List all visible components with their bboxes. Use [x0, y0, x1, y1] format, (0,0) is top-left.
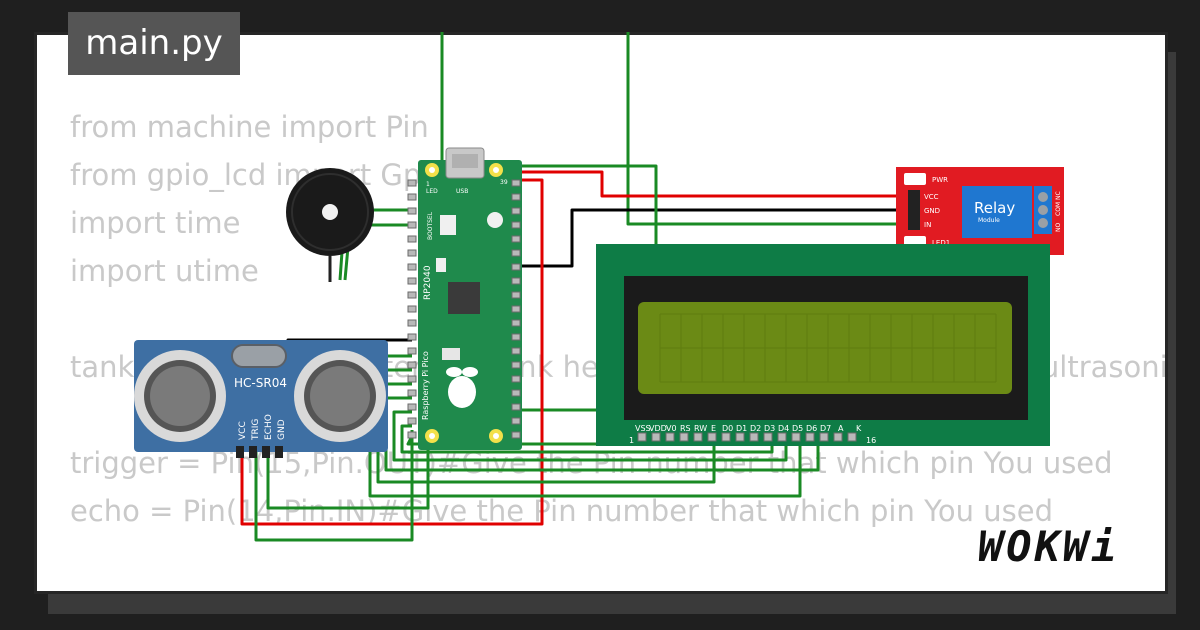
lcd-pin-d4: D4: [778, 424, 789, 433]
lcd-16x2[interactable]: 1 VSS VDD V0 RS RW E D0 D1 D2 D3 D4 D5 D…: [596, 244, 1050, 446]
lcd-pin-k: K: [856, 424, 862, 433]
lcd-pin-d1: D1: [736, 424, 747, 433]
lcd-pin-vss: VSS: [635, 424, 651, 433]
relay-module[interactable]: PWR LED1 VCC GND IN Relay Module NC COM …: [896, 167, 1064, 255]
pico-pins-left: [407, 179, 417, 439]
hcsr04-pin-echo: ECHO: [264, 414, 274, 440]
lcd-pin-rw: RW: [694, 424, 707, 433]
code-line: from machine import Pin: [70, 110, 429, 144]
pico-led-label: LED: [426, 188, 438, 195]
hcsr04-model-label: HC-SR04: [234, 376, 287, 390]
lcd-pin-a: A: [838, 424, 844, 433]
raspberry-pi-pico[interactable]: LED USB 39 1 BOOTSEL RP2040 Raspberry Pi…: [407, 147, 522, 450]
code-line: import utime: [70, 254, 259, 288]
relay-terminal-no: NO: [1055, 223, 1062, 232]
lcd-pin-d0: D0: [722, 424, 733, 433]
lcd-pin-e: E: [711, 424, 716, 433]
pico-usb-label: USB: [456, 188, 468, 195]
buzzer[interactable]: [286, 168, 374, 282]
pico-pin1-label: 1: [426, 181, 430, 188]
wire-green-top-b: [626, 32, 905, 226]
wire-red-vbus: [240, 178, 544, 526]
code-line: import time: [70, 206, 241, 240]
lcd-pin-vdd: VDD: [649, 424, 667, 433]
wire-green-lcd-d4: [384, 396, 820, 472]
hcsr04-pin-labels: VCC TRIG ECHO GND: [238, 414, 287, 441]
relay-subtitle: Module: [978, 217, 1000, 224]
wire-green-lcd-d5: [392, 410, 788, 462]
ultrasonic-sensor-hc-sr04[interactable]: HC-SR04 VCC TRIG ECHO GND: [134, 340, 388, 458]
wire-green-lcd-e: [376, 382, 716, 484]
pico-chip-label: RP2040: [423, 265, 433, 300]
pico-bootsel-label: BOOTSEL: [427, 211, 434, 240]
file-tab-main-py[interactable]: main.py: [68, 12, 240, 75]
wokwi-logo: WOKWi: [978, 522, 1120, 571]
relay-pin-in: IN: [924, 221, 931, 229]
lcd-pin-d5: D5: [792, 424, 803, 433]
lcd-pin-d6: D6: [806, 424, 817, 433]
lcd-pin-last: 16: [866, 436, 876, 445]
lcd-pin-labels: 1 VSS VDD V0 RS RW E D0 D1 D2 D3 D4 D5 D…: [629, 424, 876, 445]
lcd-pin-headers: [637, 432, 857, 442]
hcsr04-pin-vcc: VCC: [238, 421, 248, 440]
relay-terminal-nc: NC: [1055, 191, 1062, 200]
lcd-pin-first: 1: [629, 436, 634, 445]
relay-terminal-com: COM: [1055, 202, 1062, 216]
pico-pin39-label: 39: [500, 179, 508, 186]
lcd-pin-v0: V0: [666, 424, 677, 433]
lcd-pin-d3: D3: [764, 424, 775, 433]
lcd-pin-d2: D2: [750, 424, 761, 433]
lcd-pin-rs: RS: [680, 424, 691, 433]
pico-pins-right: [511, 179, 521, 439]
lcd-pin-d7: D7: [820, 424, 831, 433]
relay-led-label: LED1: [932, 239, 950, 247]
hcsr04-pin-trig: TRIG: [251, 419, 261, 441]
code-line: echo = Pin(14,Pin.IN)#Give the Pin numbe…: [70, 494, 1054, 528]
wire-green-echo: [266, 432, 430, 510]
hcsr04-pin-headers: [236, 446, 283, 458]
raspberry-pi-logo-icon: [446, 367, 478, 408]
relay-pwr-label: PWR: [932, 176, 948, 184]
pico-brand-label: Raspberry Pi Pico: [421, 351, 430, 420]
wire-red-relay-vcc: [514, 170, 905, 198]
relay-pin-labels: VCC GND IN: [924, 193, 940, 229]
relay-pin-gnd: GND: [924, 207, 940, 215]
relay-pin-vcc: VCC: [924, 193, 939, 201]
lcd-character-grid: [659, 313, 997, 383]
relay-terminal-labels: NC COM NO: [1055, 191, 1062, 232]
hcsr04-pin-gnd: GND: [277, 419, 287, 440]
relay-title: Relay: [974, 199, 1015, 217]
